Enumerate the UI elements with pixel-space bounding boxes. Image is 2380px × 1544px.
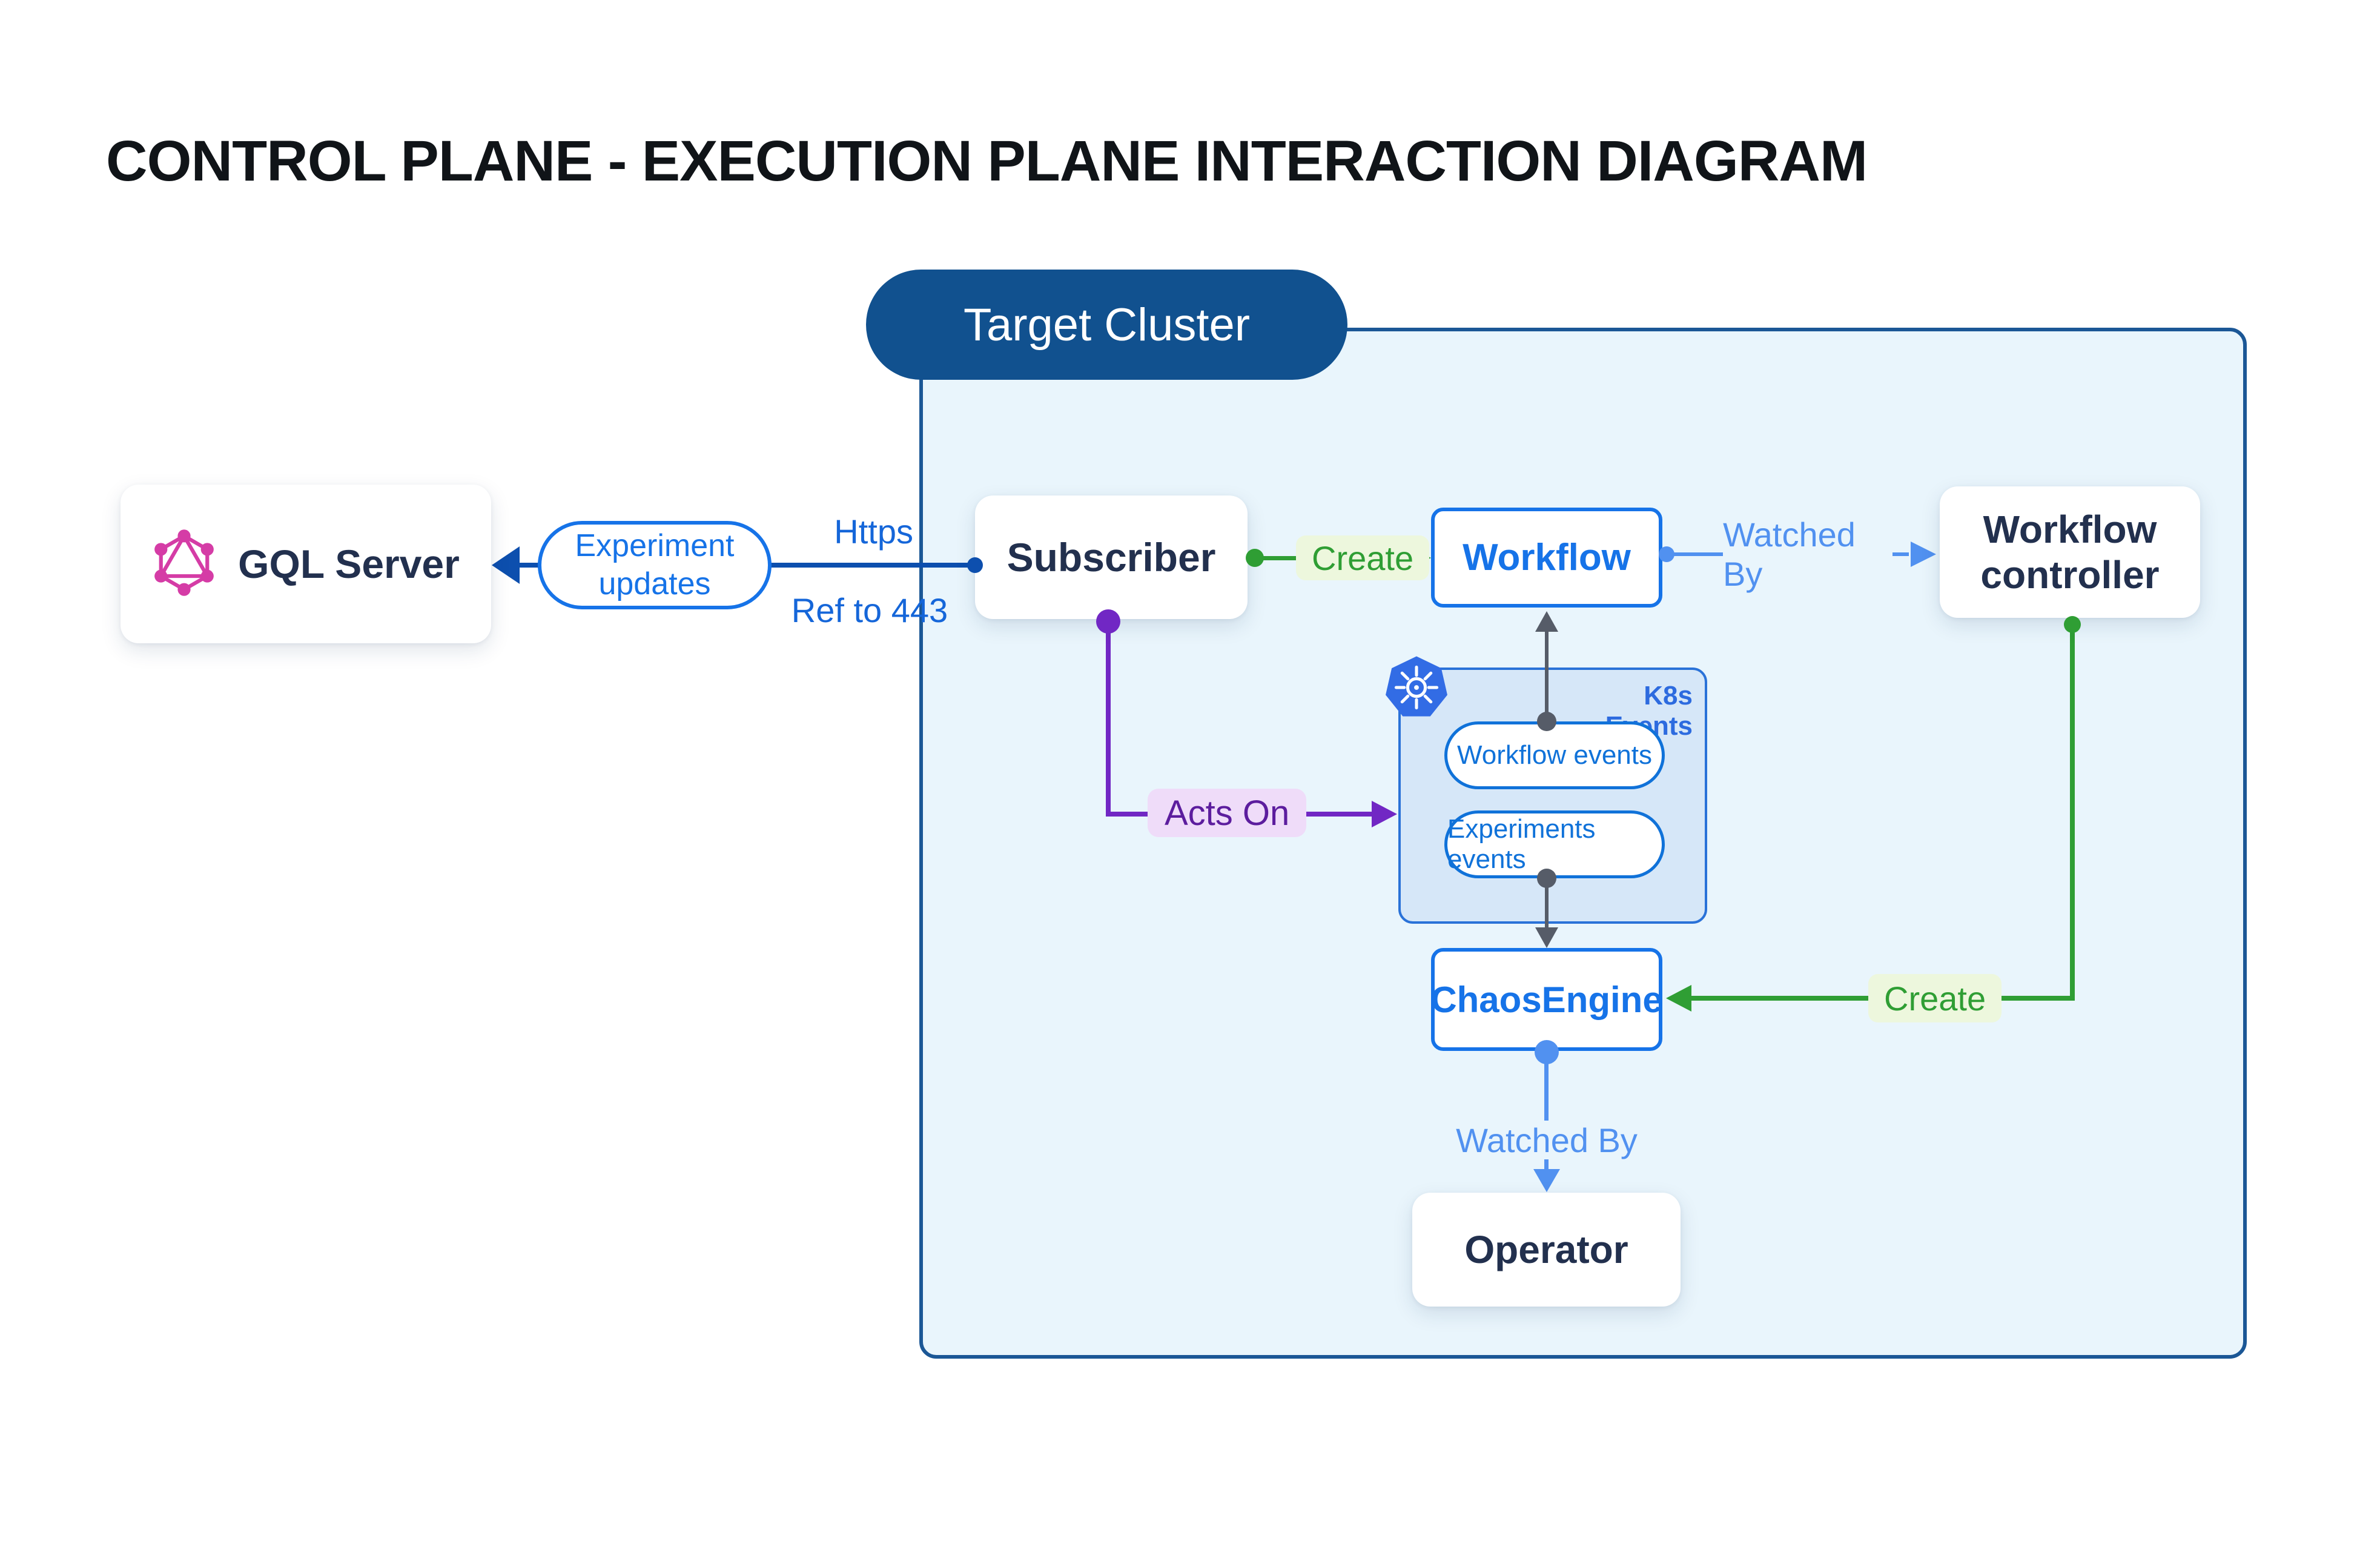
node-operator: Operator <box>1412 1193 1681 1307</box>
watched-by-workflow-arrowhead-icon <box>1911 542 1936 567</box>
edge-label-create-chaosengine: Create <box>1868 974 2002 1022</box>
events-to-workflow-line <box>1545 632 1549 721</box>
create-chaosengine-start-dot <box>2064 616 2081 633</box>
subscriber-label: Subscriber <box>1007 535 1216 580</box>
edge-label-watched-by-workflow: Watched By <box>1723 515 1892 593</box>
workflow-label: Workflow <box>1463 537 1631 578</box>
create-chaosengine-vline <box>2070 625 2075 998</box>
edge-label-experiment-updates: Experiment updates <box>538 521 772 609</box>
gql-server-label: GQL Server <box>238 542 460 586</box>
edge-label-acts-on: Acts On <box>1148 789 1307 837</box>
watched-by-operator-arrowhead-icon <box>1533 1169 1560 1192</box>
https-endpoint-dot <box>967 557 983 573</box>
acts-on-vline <box>1106 621 1111 814</box>
node-gql-server: GQL Server <box>121 485 491 643</box>
create-workflow-start-dot <box>1246 549 1264 567</box>
node-workflow: Workflow <box>1431 508 1662 608</box>
node-workflow-events: Workflow events <box>1444 721 1665 789</box>
events-to-chaosengine-line <box>1545 878 1549 927</box>
watched-by-operator-start-dot <box>1535 1040 1559 1064</box>
watched-by-workflow-start-dot <box>1659 546 1674 562</box>
node-chaos-engine: ChaosEngine <box>1430 948 1663 1051</box>
k8s-events-label: K8s Events <box>1605 681 1693 741</box>
watched-by-operator-line <box>1544 1052 1549 1170</box>
target-cluster-label: Target Cluster <box>963 299 1251 351</box>
edge-label-ref-to-443: Ref to 443 <box>791 591 948 629</box>
node-workflow-controller: Workflow controller <box>1940 486 2200 618</box>
edge-label-https: Https <box>834 512 913 551</box>
page-title: CONTROL PLANE - EXECUTION PLANE INTERACT… <box>106 129 1868 193</box>
experiments-events-dot <box>1537 869 1556 888</box>
acts-on-start-dot <box>1096 609 1120 634</box>
events-to-workflow-arrowhead-icon <box>1535 611 1558 632</box>
events-to-chaosengine-arrowhead-icon <box>1535 927 1558 948</box>
acts-on-arrowhead-icon <box>1372 801 1397 827</box>
operator-label: Operator <box>1464 1228 1628 1271</box>
chaos-engine-label: ChaosEngine <box>1430 979 1663 1020</box>
workflow-controller-label: Workflow controller <box>1980 508 2160 597</box>
edge-label-create-workflow: Create <box>1296 535 1430 580</box>
kubernetes-icon <box>1383 654 1450 721</box>
graphql-icon <box>152 528 216 601</box>
create-chaosengine-arrowhead-icon <box>1666 985 1691 1012</box>
node-experiments-events: Experiments events <box>1444 810 1665 878</box>
workflow-events-dot <box>1537 712 1556 731</box>
target-cluster-tag: Target Cluster <box>866 270 1347 380</box>
node-subscriber: Subscriber <box>975 495 1248 619</box>
edge-label-watched-by-operator: Watched By <box>1456 1121 1638 1159</box>
